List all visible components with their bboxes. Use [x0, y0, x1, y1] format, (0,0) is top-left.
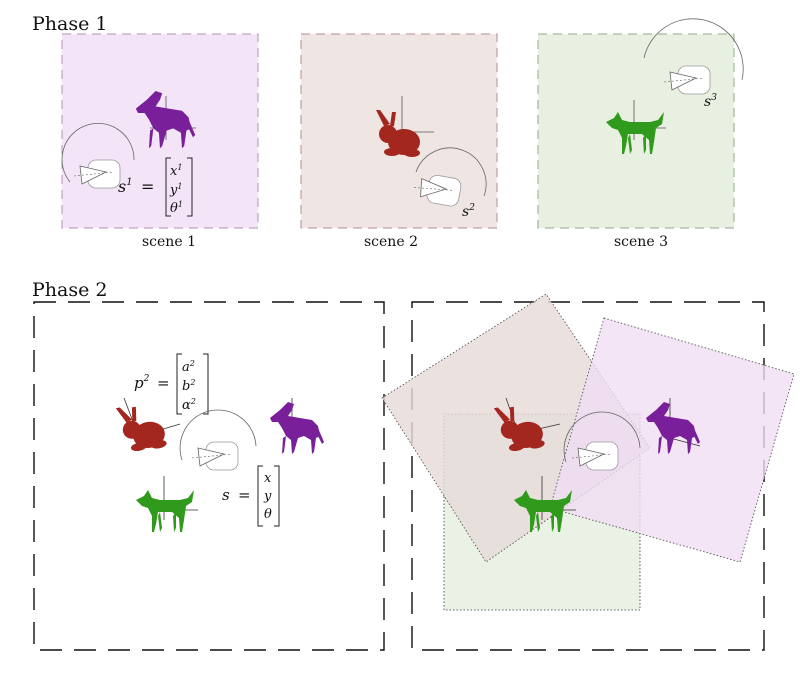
s-matrix-row-x: x	[264, 471, 272, 486]
phase2-left-frame	[33, 301, 385, 651]
scene-2-caption: scene 2	[364, 234, 418, 250]
s-matrix-bracket-right	[274, 465, 280, 527]
scene-1-matrix-bracket-left	[165, 157, 171, 217]
scene-1-matrix-eq: =	[141, 177, 154, 196]
scene-3-pose-label: s3	[704, 93, 717, 110]
s-matrix-lhs: s	[222, 486, 230, 504]
scene-1-matrix-row-y: y1	[169, 182, 182, 198]
s-matrix-row-theta: θ	[264, 507, 272, 522]
scene-1-matrix-row-theta: θ1	[170, 200, 183, 216]
scene-1-matrix-row-x: x1	[170, 163, 182, 179]
scene-2-heading-arc	[415, 147, 487, 197]
robot-heading-arc	[563, 411, 641, 463]
scene-2-panel: s2	[300, 33, 498, 229]
scene-3-caption: scene 3	[614, 234, 668, 250]
p-matrix-eq: =	[157, 374, 170, 392]
bunny-icon	[115, 400, 168, 455]
phase1-title: Phase 1	[32, 13, 107, 35]
p-matrix-bracket-left	[176, 353, 182, 415]
p-matrix-row-b: b2	[182, 378, 195, 394]
horse-icon	[270, 402, 324, 454]
p-matrix-bracket-right	[203, 353, 209, 415]
p-matrix-lhs: p2	[134, 374, 150, 392]
horse-axis-h	[669, 437, 701, 447]
phase2-title: Phase 2	[32, 279, 107, 301]
scene-1-matrix-bracket-right	[187, 157, 193, 217]
p-matrix-row-a: a2	[182, 359, 195, 375]
scene-3-heading-arc	[643, 18, 744, 81]
robot-marker	[191, 441, 239, 471]
robot-heading-arc	[179, 409, 257, 461]
p-matrix-row-alpha: α2	[182, 397, 196, 413]
scene-1-panel: s1 = x1 y1 θ1	[61, 33, 259, 229]
scene-3-panel: s3	[537, 18, 744, 229]
phase2-right-panel	[381, 293, 795, 651]
s-matrix-eq: =	[238, 486, 251, 504]
scene-1-matrix-lhs: s1	[118, 177, 133, 196]
s-matrix-row-y: y	[263, 489, 272, 504]
scene-1-caption: scene 1	[142, 234, 196, 250]
phase2-left-panel: p2 = a2 b2 α2 s = x y θ	[33, 301, 385, 651]
scene-2-pose-label: s2	[462, 203, 475, 220]
s-matrix-bracket-left	[257, 465, 263, 527]
scene-1-heading-arc	[61, 123, 135, 183]
dog-icon	[136, 490, 194, 532]
